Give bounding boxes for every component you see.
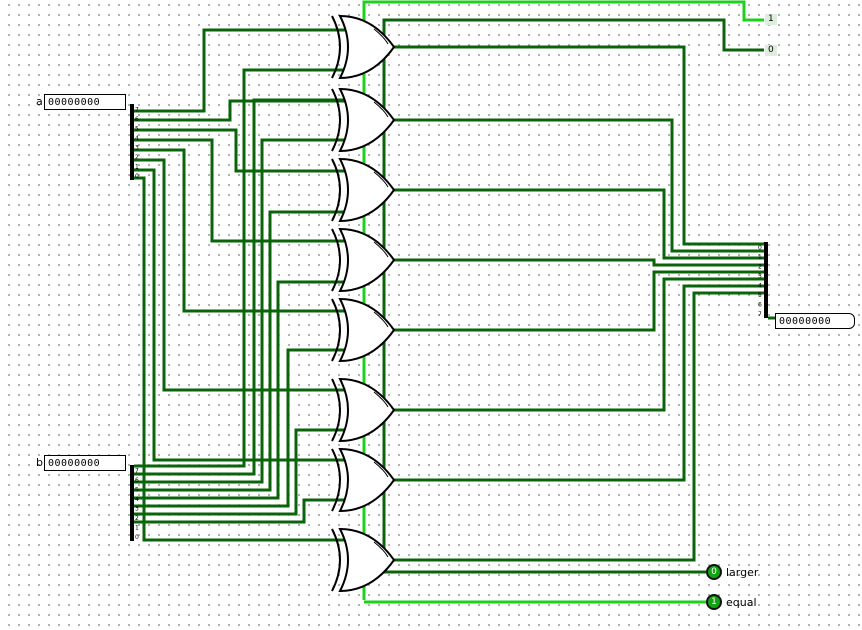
splitter-b-bit-label: 0	[135, 534, 139, 541]
splitter-out-bit-label: 6	[758, 302, 762, 309]
xor-gate-7[interactable]	[331, 527, 396, 593]
wire-b-bit-2[interactable]	[134, 138, 346, 484]
wire-a-bit-2[interactable]	[134, 128, 346, 173]
wire-out-7[interactable]	[394, 291, 764, 562]
splitter-out-bit-label: 7	[758, 311, 762, 318]
splitter-out-bit-label: 4	[758, 283, 762, 290]
input-a-label: a	[36, 95, 43, 108]
wire-a-bit-0[interactable]	[134, 28, 346, 113]
splitter-a-bit-label: 6	[135, 116, 139, 123]
xor-gate-1[interactable]	[331, 87, 396, 153]
splitter-a-bit-label: 2	[135, 154, 139, 161]
wire-out-5[interactable]	[394, 277, 764, 412]
wire-b-bit-6[interactable]	[134, 428, 346, 516]
xor-gate-6[interactable]	[331, 447, 396, 513]
splitter-a-bit-label: 7	[135, 107, 139, 114]
wire-out-2[interactable]	[394, 188, 764, 260]
wire-constant-1[interactable]	[362, 0, 764, 600]
led-larger-label: larger	[726, 566, 759, 579]
led-equal-label: equal	[726, 596, 757, 609]
led-equal[interactable]: 1	[706, 594, 722, 610]
wire-constant-0[interactable]	[382, 18, 764, 571]
splitter-a-bit-label: 4	[135, 135, 139, 142]
splitter-b-bit-label: 4	[135, 496, 139, 503]
splitter-out[interactable]: 0 1 2 3 4 5 6 7	[758, 242, 768, 318]
wire-out-0[interactable]	[394, 45, 764, 246]
wire-b-bit-3[interactable]	[134, 210, 346, 492]
splitter-a-bit-label: 5	[135, 126, 139, 133]
wire-b-bit-5[interactable]	[134, 348, 346, 508]
splitter-b-bit-label: 7	[135, 468, 139, 475]
wire-a-bit-4[interactable]	[134, 148, 346, 313]
wire-out-3[interactable]	[394, 258, 764, 267]
xor-gate-0[interactable]	[331, 14, 396, 80]
splitter-b-bit-label: 3	[135, 506, 139, 513]
input-pin-a[interactable]: 00000000	[44, 94, 126, 110]
wire-b-bit-7[interactable]	[134, 498, 346, 524]
input-b-label: b	[36, 456, 43, 469]
splitter-b-bit-label: 6	[135, 477, 139, 484]
wire-a-bit-5[interactable]	[134, 158, 346, 392]
wire-out-1[interactable]	[394, 118, 764, 253]
splitter-out-bit-label: 2	[758, 264, 762, 271]
led-larger[interactable]: 0	[706, 564, 722, 580]
splitter-a-bit-label: 1	[135, 164, 139, 171]
splitter-out-bit-label: 5	[758, 292, 762, 299]
output-pin[interactable]: 00000000	[775, 313, 855, 329]
xor-gate-5[interactable]	[331, 377, 396, 443]
splitter-a-bit-label: 0	[135, 173, 139, 180]
splitter-out-bit-label: 0	[758, 245, 762, 252]
splitter-b[interactable]: 7 6 5 4 3 2 1 0	[130, 465, 139, 541]
constant-top[interactable]: 1	[765, 14, 777, 25]
wire-b-bit-0[interactable]	[134, 68, 346, 468]
wire-a-bit-7[interactable]	[134, 176, 346, 542]
wire-a-bit-6[interactable]	[134, 168, 346, 462]
wire-out-6[interactable]	[394, 284, 764, 482]
wire-a-bit-3[interactable]	[134, 138, 346, 243]
input-pin-b[interactable]: 00000000	[44, 455, 126, 471]
splitter-out-bit-label: 3	[758, 273, 762, 280]
splitter-a[interactable]: 7 6 5 4 3 2 1 0	[130, 104, 139, 180]
wire-b-bit-1[interactable]	[134, 98, 346, 476]
wire-b-bit-4[interactable]	[134, 280, 346, 500]
splitter-b-bit-label: 1	[135, 525, 139, 532]
xor-gate-4[interactable]	[331, 297, 396, 363]
splitter-out-bit-label: 1	[758, 254, 762, 261]
splitter-b-bit-label: 5	[135, 487, 139, 494]
splitter-b-bit-label: 2	[135, 515, 139, 522]
splitter-a-bit-label: 3	[135, 145, 139, 152]
constant-second[interactable]: 0	[765, 45, 777, 56]
xor-gate-3[interactable]	[331, 227, 396, 293]
wire-out-4[interactable]	[394, 270, 764, 332]
xor-gate-2[interactable]	[331, 157, 396, 223]
